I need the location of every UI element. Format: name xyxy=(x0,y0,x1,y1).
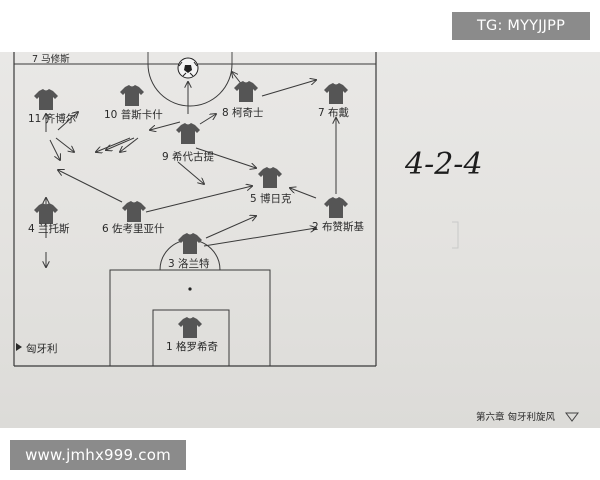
shirt-icon xyxy=(258,167,282,188)
shirt-icon xyxy=(122,201,146,222)
player-label: 10 普斯卡什 xyxy=(104,108,163,121)
player-label: 7 布戴 xyxy=(318,106,350,119)
player-label: 8 柯奇士 xyxy=(222,106,264,119)
player-label: 1 格罗希奇 xyxy=(166,340,218,353)
shirt-icon xyxy=(324,83,348,104)
shirt-icon xyxy=(324,197,348,218)
player-right-back: 2 布赞斯基 xyxy=(312,197,365,233)
player-left-back: 4 兰托斯 xyxy=(28,203,70,235)
goal-box xyxy=(152,309,230,367)
player-inside-left: 10 普斯卡什 xyxy=(104,85,163,121)
watermark-top: TG: MYYJJPP xyxy=(452,12,590,40)
formation-diagram: 7 马修斯 xyxy=(13,52,579,423)
shirt-icon xyxy=(178,317,202,338)
player-left-half: 6 佐考里亚什 xyxy=(102,201,165,235)
triangle-marker-icon xyxy=(16,343,22,351)
shirt-icon xyxy=(120,85,144,106)
shirt-icon xyxy=(178,233,202,254)
player-label: 11 齐博尔 xyxy=(28,112,76,125)
shirt-icon xyxy=(34,89,58,110)
page-footer: 第六章 匈牙利旋风 xyxy=(476,411,556,423)
player-label: 5 博日克 xyxy=(250,192,292,205)
book-page-photo: 7 马修斯 xyxy=(0,52,600,428)
football-icon xyxy=(177,57,199,79)
handwritten-formation: 4-2-4 xyxy=(404,147,483,182)
player-label: 9 希代古提 xyxy=(162,150,215,163)
shirt-icon xyxy=(176,123,200,144)
player-right-half: 5 博日克 xyxy=(250,167,292,205)
player-left-forward: 11 齐博尔 xyxy=(28,89,76,125)
player-label: 4 兰托斯 xyxy=(28,222,70,235)
top-player-label: 7 马修斯 xyxy=(32,53,70,65)
shirt-icon xyxy=(234,81,258,102)
triangle-marker-icon xyxy=(565,412,579,422)
team-label: 匈牙利 xyxy=(26,342,58,355)
player-centre-forward: 9 希代古提 xyxy=(162,123,215,163)
player-label: 6 佐考里亚什 xyxy=(102,222,165,235)
player-right-forward: 7 布戴 xyxy=(318,83,350,119)
player-inside-right: 8 柯奇士 xyxy=(222,81,264,119)
watermark-bottom: www.jmhx999.com xyxy=(10,440,186,470)
player-label: 2 布赞斯基 xyxy=(312,220,365,233)
penalty-spot xyxy=(188,287,192,291)
player-centre-back: 3 洛兰特 xyxy=(168,233,210,270)
page-mark xyxy=(452,221,459,249)
player-label: 3 洛兰特 xyxy=(168,257,210,270)
shirt-icon xyxy=(34,203,58,224)
player-goalkeeper: 1 格罗希奇 xyxy=(166,317,218,353)
centre-circle xyxy=(147,63,233,107)
